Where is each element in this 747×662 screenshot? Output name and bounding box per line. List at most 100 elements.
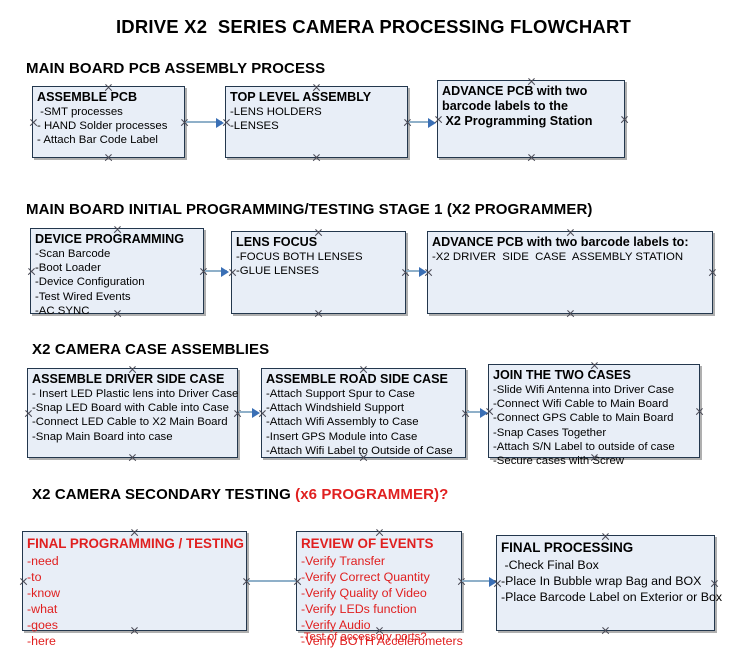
connector-handle-top[interactable] bbox=[566, 228, 575, 237]
node-line: -Test Wired Events bbox=[35, 290, 131, 303]
connector-handle-left[interactable] bbox=[19, 577, 28, 586]
connector-handle-top[interactable] bbox=[128, 365, 137, 374]
section-heading-3: X2 CAMERA CASE ASSEMBLIES bbox=[32, 341, 270, 358]
connector-handle-right[interactable] bbox=[695, 407, 704, 416]
connector-handle-bottom[interactable] bbox=[314, 309, 323, 318]
node-line: -Verify Audio bbox=[301, 617, 371, 632]
connector-handle-bottom[interactable] bbox=[312, 153, 321, 162]
node-line: -Check Final Box bbox=[501, 557, 599, 572]
node-title: DEVICE PROGRAMMING bbox=[35, 232, 185, 246]
node-line: -X2 DRIVER SIDE CASE ASSEMBLY STATION bbox=[432, 251, 684, 263]
node-line: -what bbox=[27, 601, 58, 616]
connector-handle-top[interactable] bbox=[590, 361, 599, 370]
node-line: - Attach Bar Code Label bbox=[37, 134, 158, 147]
connector-3b bbox=[467, 411, 485, 413]
connector-handle-top[interactable] bbox=[314, 228, 323, 237]
node-title: ASSEMBLE PCB bbox=[37, 90, 138, 104]
section-heading-4-accent: (x6 PROGRAMMER)? bbox=[295, 486, 449, 503]
connector-handle-top[interactable] bbox=[375, 528, 384, 537]
node-line: -Attach S/N Label to outside of case bbox=[493, 440, 675, 453]
node-title: ADVANCE PCB with two barcode labels to t… bbox=[442, 84, 593, 128]
connector-2b bbox=[406, 270, 424, 272]
connector-handle-bottom[interactable] bbox=[113, 309, 122, 318]
node-line: -Snap Main Board into case bbox=[32, 430, 173, 443]
connector-handle-top[interactable] bbox=[601, 532, 610, 541]
connector-handle-right[interactable] bbox=[620, 115, 629, 124]
connector-handle-left[interactable] bbox=[424, 268, 433, 277]
connector-handle-bottom[interactable] bbox=[590, 453, 599, 462]
connector-4a bbox=[248, 580, 296, 582]
connector-handle-bottom[interactable] bbox=[527, 153, 536, 162]
connector-handle-top[interactable] bbox=[527, 77, 536, 86]
connector-handle-left[interactable] bbox=[493, 579, 502, 588]
node-line: -Attach Wifi Assembly to Case bbox=[266, 416, 419, 429]
connector-handle-bottom[interactable] bbox=[128, 453, 137, 462]
node-title: REVIEW OF EVENTS bbox=[301, 536, 434, 551]
connector-3a bbox=[239, 411, 257, 413]
node-join-the-two-cases[interactable]: JOIN THE TWO CASES -Slide Wifi Antenna i… bbox=[485, 361, 700, 467]
node-final-programming-testing[interactable]: FINAL PROGRAMMING / TESTING -need -to -k… bbox=[19, 528, 247, 648]
node-line: -Secure cases with Screw bbox=[493, 455, 625, 468]
node-line: -SMT processes bbox=[37, 106, 123, 118]
node-line: -FOCUS BOTH LENSES bbox=[236, 251, 363, 263]
connector-handle-left[interactable] bbox=[27, 267, 36, 276]
node-advance-pcb-programming-station[interactable]: ADVANCE PCB with two barcode labels to t… bbox=[437, 80, 625, 158]
connector-handle-right[interactable] bbox=[233, 409, 242, 418]
connector-handle-bottom[interactable] bbox=[130, 626, 139, 635]
connector-handle-bottom[interactable] bbox=[359, 453, 368, 462]
connector-handle-left[interactable] bbox=[258, 409, 267, 418]
connector-handle-left[interactable] bbox=[293, 577, 302, 586]
node-line: - Insert LED Plastic lens into Driver Ca… bbox=[32, 388, 239, 400]
connector-handle-right[interactable] bbox=[461, 409, 470, 418]
connector-handle-left[interactable] bbox=[222, 118, 231, 127]
connector-1b bbox=[409, 121, 433, 123]
connector-handle-top[interactable] bbox=[104, 83, 113, 92]
node-line: -Attach Windshield Support bbox=[266, 402, 405, 415]
connector-handle-right[interactable] bbox=[710, 579, 719, 588]
section-heading-4: X2 CAMERA SECONDARY TESTING (x6 PROGRAMM… bbox=[32, 486, 448, 503]
node-final-processing[interactable]: FINAL PROCESSING -Check Final Box -Place… bbox=[493, 532, 723, 631]
node-assemble-driver-side-case[interactable]: ASSEMBLE DRIVER SIDE CASE - Insert LED P… bbox=[27, 368, 238, 458]
connector-handle-left[interactable] bbox=[228, 268, 237, 277]
node-line: -Place In Bubble wrap Bag and BOX bbox=[501, 573, 702, 588]
connector-handle-left[interactable] bbox=[29, 118, 38, 127]
node-line: -Connect Wifi Cable to Main Board bbox=[493, 398, 669, 411]
node-line: -Slide Wifi Antenna into Driver Case bbox=[493, 384, 675, 396]
connector-handle-bottom[interactable] bbox=[566, 309, 575, 318]
node-review-of-events[interactable]: REVIEW OF EVENTS -Verify Transfer -Verif… bbox=[293, 528, 463, 648]
connector-handle-left[interactable] bbox=[24, 409, 33, 418]
arrowhead-3a bbox=[252, 408, 260, 418]
connector-handle-bottom[interactable] bbox=[601, 626, 610, 635]
connector-handle-top[interactable] bbox=[113, 225, 122, 234]
node-line: -Boot Loader bbox=[35, 262, 101, 275]
node-lens-focus[interactable]: LENS FOCUS -FOCUS BOTH LENSES -GLUE LENS… bbox=[231, 231, 406, 314]
connector-handle-right[interactable] bbox=[708, 268, 717, 277]
node-assemble-road-side-case[interactable]: ASSEMBLE ROAD SIDE CASE -Attach Support … bbox=[261, 368, 466, 458]
node-title: TOP LEVEL ASSEMBLY bbox=[230, 90, 372, 104]
connector-handle-left[interactable] bbox=[434, 115, 443, 124]
connector-handle-top[interactable] bbox=[130, 528, 139, 537]
arrowhead-1a bbox=[216, 118, 224, 128]
section-heading-2: MAIN BOARD INITIAL PROGRAMMING/TESTING S… bbox=[26, 201, 593, 218]
node-assemble-pcb[interactable]: ASSEMBLE PCB -SMT processes - HAND Solde… bbox=[32, 86, 185, 158]
node-advance-pcb-driver-side-station[interactable]: ADVANCE PCB with two barcode labels to: … bbox=[427, 231, 713, 314]
node-device-programming[interactable]: DEVICE PROGRAMMING -Scan Barcode -Boot L… bbox=[27, 225, 204, 317]
node-line: -Connect GPS Cable to Main Board bbox=[493, 412, 674, 425]
node-line: -Place Barcode Label on Exterior or Box bbox=[501, 589, 723, 604]
connector-handle-top[interactable] bbox=[359, 365, 368, 374]
node-line: -Connect LED Cable to X2 Main Board bbox=[32, 416, 228, 429]
connector-handle-left[interactable] bbox=[485, 407, 494, 416]
node-line: -Scan Barcode bbox=[35, 248, 111, 260]
node-top-level-assembly[interactable]: TOP LEVEL ASSEMBLY -LENS HOLDERS -LENSES bbox=[225, 86, 408, 158]
node-line: -Verify LEDs function bbox=[301, 601, 417, 616]
node-line: -Insert GPS Module into Case bbox=[266, 430, 418, 443]
node-line: -Attach Support Spur to Case bbox=[266, 388, 415, 400]
connector-handle-top[interactable] bbox=[312, 83, 321, 92]
node-line: - HAND Solder processes bbox=[37, 120, 168, 133]
connector-handle-bottom[interactable] bbox=[104, 153, 113, 162]
node-title: ASSEMBLE DRIVER SIDE CASE bbox=[32, 372, 225, 386]
connector-4b bbox=[462, 580, 496, 582]
node-line: -Verify Correct Quantity bbox=[301, 569, 430, 584]
arrowhead-2a bbox=[221, 267, 229, 277]
